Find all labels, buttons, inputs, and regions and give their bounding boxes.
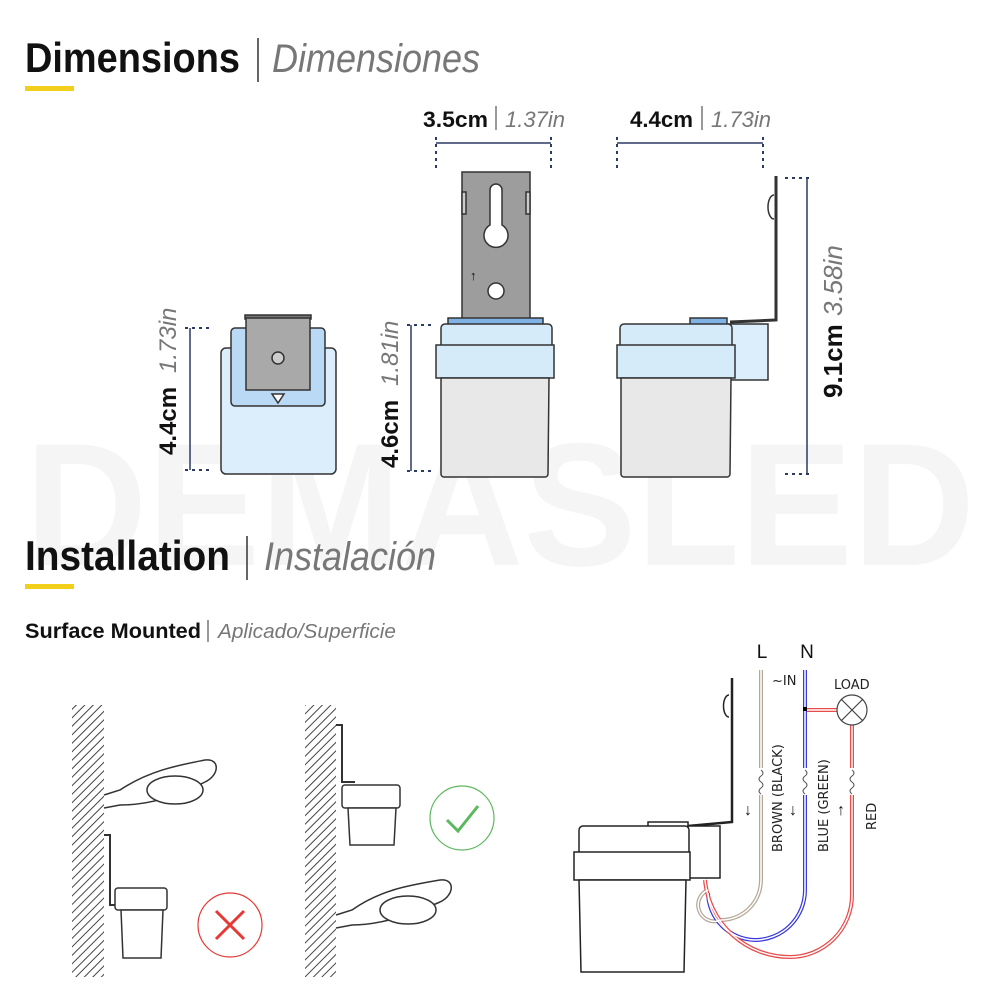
bracket-width-cm: 3.5cm (423, 107, 488, 132)
side-width-dimension: 4.4cm 1.73in (616, 106, 771, 172)
top-view-sensor (220, 314, 337, 475)
correct-installation-illustration (305, 705, 495, 977)
accent-underline (25, 86, 74, 91)
wiring-diagram: L N ~IN LOAD BROWN (BLACK) BLUE (GREEN) … (573, 642, 880, 973)
brown-wire (696, 670, 763, 924)
wrong-installation-illustration (72, 705, 263, 977)
bracket-width-dimension: 3.5cm 1.37in (423, 106, 565, 172)
dimensions-title: Dimensions (25, 34, 240, 81)
installation-title: Installation (25, 532, 230, 579)
arrow-down-icon: ↓ (744, 802, 752, 819)
red-wire-label: RED (865, 803, 880, 830)
svg-text:↑: ↑ (470, 268, 477, 283)
side-width-cm: 4.4cm (630, 107, 693, 132)
line-label: L (757, 642, 768, 663)
top-height-dimension: 4.4cm 1.73in (155, 308, 212, 471)
top-height-cm: 4.4cm (155, 387, 182, 455)
top-height-in: 1.73in (155, 308, 182, 373)
bracket-width-in: 1.37in (505, 107, 565, 132)
body-height-dimension: 4.6cm 1.81in (377, 321, 434, 472)
load-lamp-icon (836, 694, 868, 726)
load-label: LOAD (834, 678, 870, 693)
side-width-in: 1.73in (711, 107, 771, 132)
arrow-up-icon: ↑ (837, 802, 845, 819)
input-label: ~IN (772, 674, 796, 689)
correct-circle-icon (429, 785, 495, 851)
installation-title-alt: Instalación (264, 535, 436, 579)
arrow-down-icon: ↓ (789, 802, 797, 819)
total-height-cm: 9.1cm (818, 324, 848, 398)
front-view-sensor: ↑ (435, 171, 555, 478)
total-height-in: 3.58in (818, 245, 848, 316)
check-mark-icon (445, 805, 480, 834)
dimensions-title-alt: Dimensiones (272, 37, 480, 81)
body-height-cm: 4.6cm (377, 400, 404, 468)
brown-wire-label: BROWN (BLACK) (771, 744, 786, 852)
body-height-in: 1.81in (377, 321, 404, 386)
total-height-dimension: 9.1cm 3.58in (785, 177, 848, 475)
installation-subtitle: Surface Mounted (25, 620, 201, 643)
accent-underline (25, 584, 74, 589)
installation-subtitle-alt: Aplicado/Superficie (217, 621, 396, 643)
side-view-sensor (616, 176, 778, 478)
neutral-label: N (800, 642, 814, 663)
blue-wire-label: BLUE (GREEN) (817, 759, 832, 852)
x-mark-icon (214, 909, 246, 941)
